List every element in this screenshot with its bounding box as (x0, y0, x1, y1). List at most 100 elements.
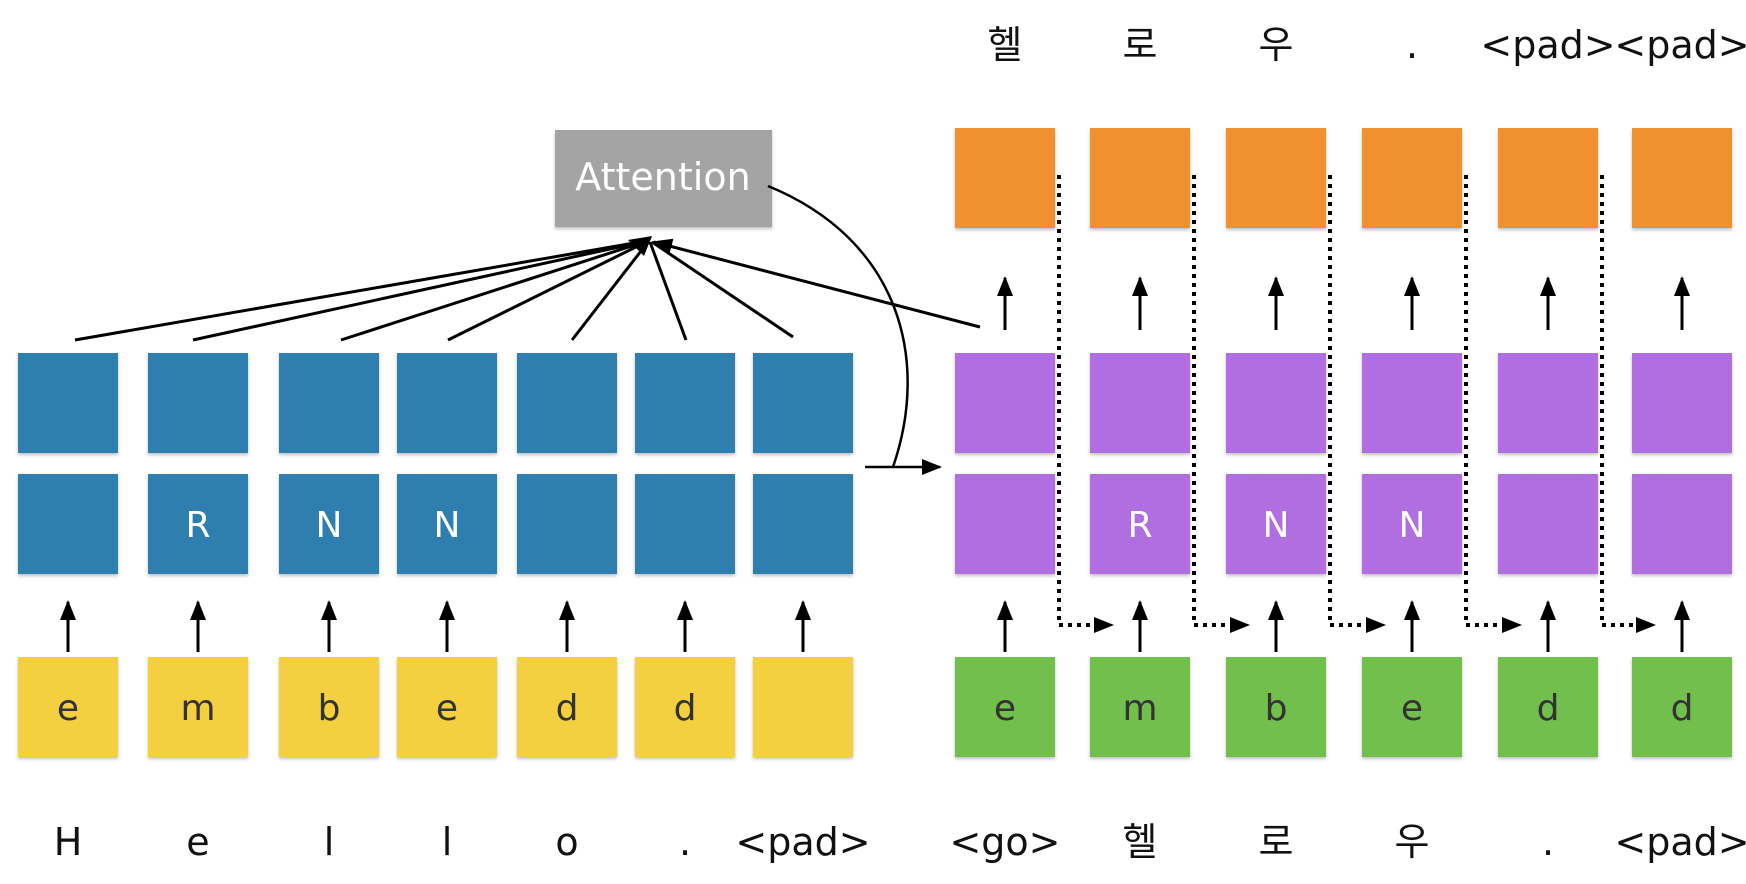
decoder-input-label: <go> (949, 820, 1060, 864)
encoder-embed-cell (18, 657, 118, 757)
decoder-feedback-arrow (1328, 175, 1386, 633)
encoder-embed-cell-letter: m (180, 688, 215, 729)
encoder-rnn-bottom-cell (753, 474, 853, 574)
decoder-output-cell (1362, 128, 1462, 228)
encoder-rnn-bottom-cell-letter: N (434, 505, 461, 546)
encoder-input-label: l (324, 820, 335, 864)
decoder-rnn-bottom-cell (1498, 474, 1598, 574)
encoder-rnn-bottom-cell (517, 474, 617, 574)
decoder-feedback-arrow (1600, 175, 1656, 633)
encoder-embed-cell-letter: b (318, 688, 341, 729)
decoder-embed-cell-letter: m (1122, 688, 1157, 729)
decoder-rnn-bottom-cell (1632, 474, 1732, 574)
encoder-rnn-bottom-cell (279, 474, 379, 574)
attention-arrowhead (628, 236, 652, 256)
decoder-input-label: 헬 (1123, 820, 1158, 864)
attention-line (651, 240, 794, 339)
encoder-embed-cell (397, 657, 497, 757)
decoder-output-cell (1498, 128, 1598, 228)
decoder-rnn-top-cell (1090, 353, 1190, 453)
encoder-rnn-bottom-cell (148, 474, 248, 574)
decoder-feedback-arrow (1192, 175, 1250, 633)
decoder-input-label: 우 (1395, 820, 1430, 864)
encoder-rnn-top-cell (18, 353, 118, 453)
attention-line (652, 238, 981, 329)
decoder-output-label: <pad> (1480, 23, 1615, 67)
decoder-output-label: 헬 (988, 23, 1023, 67)
attention-line (192, 240, 643, 342)
encoder-rnn-top-cell (517, 353, 617, 453)
decoder-input-label: 로 (1259, 820, 1294, 864)
decoder-embed-cell-letter: d (1671, 688, 1694, 729)
encoder-embed-cell (635, 657, 735, 757)
encoder-embed-cell-letter: d (556, 688, 579, 729)
encoder-embed-cell-letter: e (57, 688, 79, 729)
decoder-embed-cell (1498, 657, 1598, 757)
decoder-output-label: . (1406, 23, 1418, 67)
decoder-output-cell (1226, 128, 1326, 228)
encoder-rnn-bottom-cell (18, 474, 118, 574)
decoder-input-label: <pad> (1614, 820, 1746, 864)
encoder-rnn-top-cell (635, 353, 735, 453)
encoder-embed-cell (279, 657, 379, 757)
encoder-input-label: o (555, 820, 578, 864)
encoder-rnn-bottom-cell-letter: N (316, 505, 343, 546)
decoder-embed-cell-letter: e (1401, 688, 1423, 729)
encoder-rnn-bottom-cell-letter: R (185, 505, 210, 546)
encoder-input-label: e (186, 820, 209, 864)
encoder-embed-cell-letter: e (436, 688, 458, 729)
encoder-input-label: l (442, 820, 453, 864)
attention-line (340, 240, 645, 342)
encoder-input-label: . (679, 820, 691, 864)
decoder-embed-cell (955, 657, 1055, 757)
attention-line (447, 240, 647, 342)
decoder-rnn-bottom-cell (1362, 474, 1462, 574)
attention-box (555, 130, 772, 227)
attention-curve (767, 184, 909, 468)
decoder-rnn-bottom-cell (1090, 474, 1190, 574)
decoder-output-cell (1632, 128, 1732, 228)
decoder-rnn-top-cell (955, 353, 1055, 453)
decoder-rnn-bottom-cell (955, 474, 1055, 574)
encoder-rnn-top-cell (753, 353, 853, 453)
decoder-embed-cell-letter: e (994, 688, 1016, 729)
attention-context-arrow (767, 184, 942, 475)
decoder-rnn-bottom-cell-letter: N (1399, 505, 1426, 546)
encoder-embed-cell (753, 657, 853, 757)
decoder-input-label: . (1542, 820, 1554, 864)
encoder-rnn-bottom-cell (397, 474, 497, 574)
decoder-output-label: 로 (1123, 23, 1158, 67)
attention-label: Attention (575, 155, 750, 199)
attention-lines (74, 236, 981, 342)
decoder-embed-cell-letter: d (1537, 688, 1560, 729)
encoder-embed-cell (148, 657, 248, 757)
encoder-embed-cell-letter: d (674, 688, 697, 729)
decoder-output-label: <pad> (1614, 23, 1746, 67)
decoder-rnn-bottom-cell-letter: R (1127, 505, 1152, 546)
attention-block: Attention (555, 130, 772, 227)
decoder-embed-cell (1090, 657, 1190, 757)
decoder-rnn-top-cell (1362, 353, 1462, 453)
decoder-rnn-top-cell (1226, 353, 1326, 453)
decoder-feedback-arrow (1464, 175, 1522, 633)
decoder-embed-cell (1362, 657, 1462, 757)
decoder-output-label: 우 (1259, 23, 1294, 67)
attention-line (648, 241, 688, 341)
decoder-rnn-top-cell (1498, 353, 1598, 453)
decoder-embed-cell-letter: b (1265, 688, 1288, 729)
decoder-rnn-bottom-cell (1226, 474, 1326, 574)
encoder-input-label: H (54, 820, 83, 864)
attention-line (570, 241, 650, 341)
encoder-rnn-bottom-cell (635, 474, 735, 574)
encoder-rnn-top-cell (148, 353, 248, 453)
decoder-rnn-top-cell (1632, 353, 1732, 453)
decoder-embed-cell (1632, 657, 1732, 757)
encoder-rnn-top-cell (397, 353, 497, 453)
encoder-rnn-top-cell (279, 353, 379, 453)
decoder-output-cell (955, 128, 1055, 228)
decoder-embed-cell (1226, 657, 1326, 757)
attention-line (74, 240, 641, 342)
